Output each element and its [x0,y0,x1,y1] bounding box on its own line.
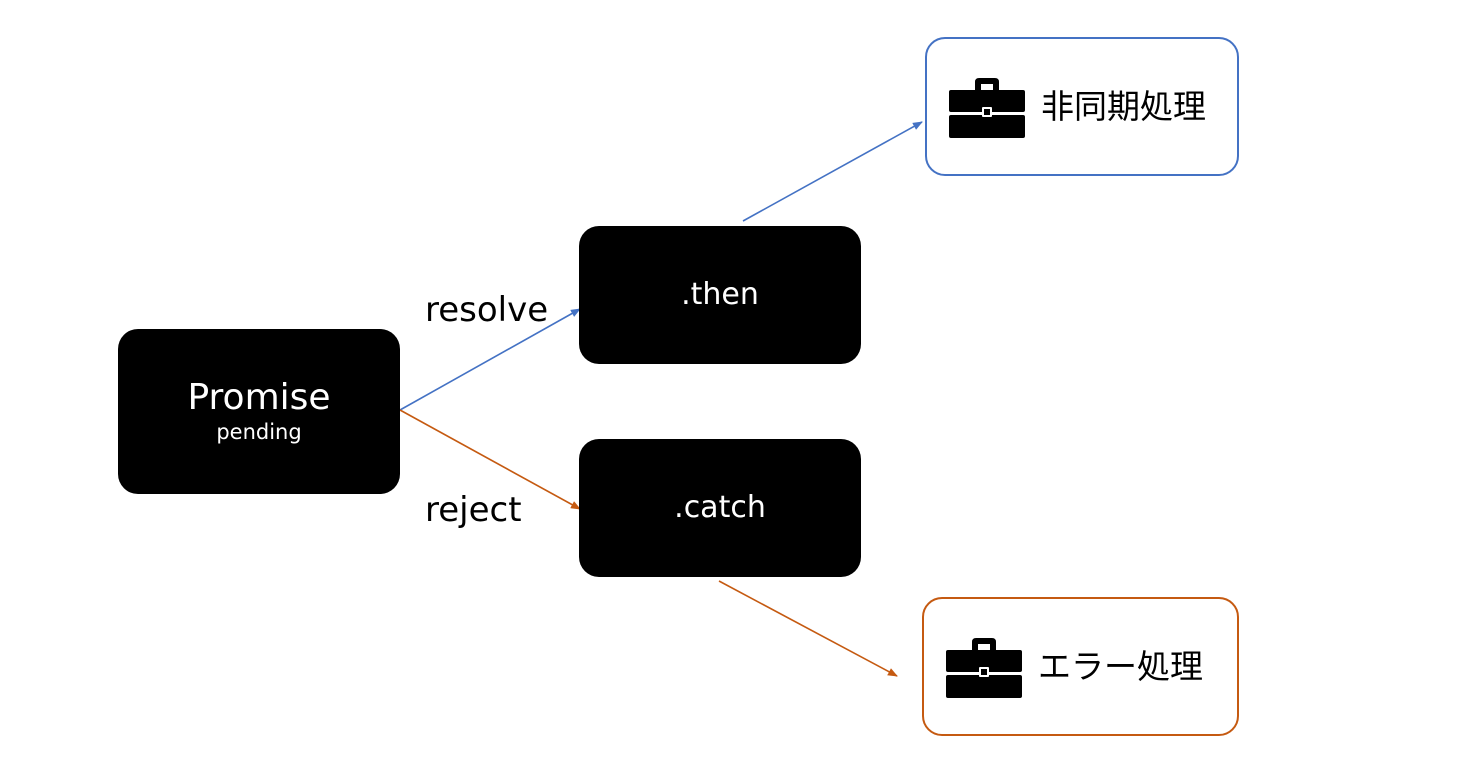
promise-node: Promise pending [118,329,400,494]
async-processing-box: 非同期処理 [925,37,1239,176]
error-handling-label: エラー処理 [1038,647,1203,686]
catch-to-error-arrow [718,580,898,677]
then-label: .then [681,277,759,312]
promise-label: Promise [187,377,331,419]
catch-label: .catch [674,490,766,525]
briefcase-icon [949,77,1025,138]
catch-node: .catch [579,439,861,577]
promise-state-label: pending [216,419,302,444]
then-node: .then [579,226,861,364]
resolve-arrow [399,308,581,411]
reject-edge-label: reject [425,490,522,530]
reject-arrow [399,409,581,510]
async-processing-label: 非同期処理 [1041,87,1206,126]
then-to-async-arrow [742,121,923,222]
briefcase-icon [946,637,1022,698]
resolve-edge-label: resolve [425,290,549,330]
error-handling-box: エラー処理 [922,597,1239,736]
